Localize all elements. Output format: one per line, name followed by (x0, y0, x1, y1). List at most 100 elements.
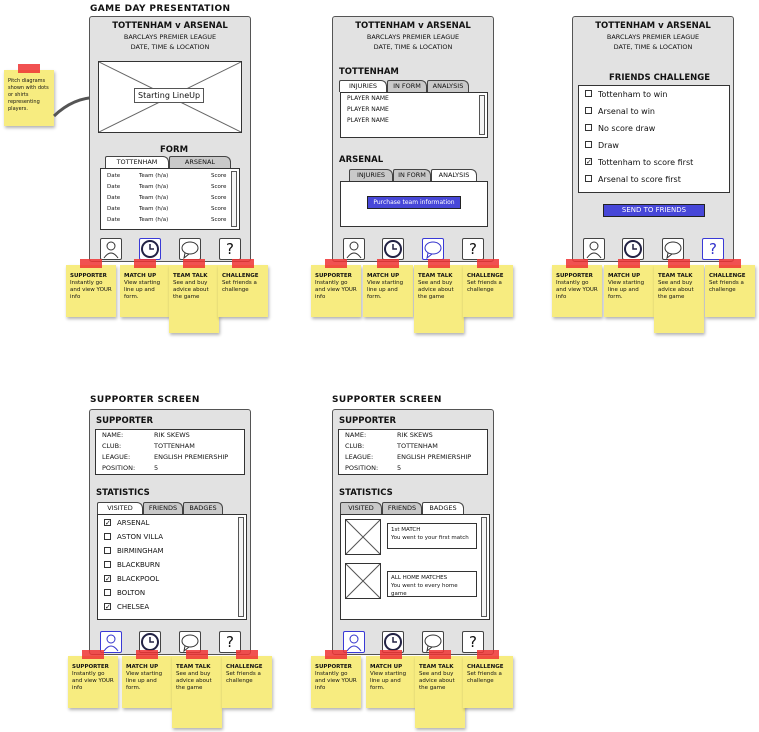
tab-friends[interactable]: FRIENDS (382, 502, 422, 514)
checkbox-checked[interactable]: ✓ (104, 574, 111, 583)
list-item[interactable]: ✓BLACKPOOL (104, 574, 160, 583)
nav-team-talk-button[interactable] (422, 238, 444, 260)
checkbox[interactable] (585, 124, 592, 131)
page-heading-game-day: GAME DAY PRESENTATION (90, 4, 231, 14)
checkbox[interactable] (104, 588, 111, 596)
lineup-panel[interactable]: Starting LineUp (98, 61, 242, 133)
option-tottenham-win[interactable]: Tottenham to win (585, 88, 667, 101)
nav-challenge-button[interactable]: ? (462, 238, 484, 260)
checkbox[interactable] (585, 175, 592, 182)
tab-visited[interactable]: VISITED (340, 502, 382, 514)
option-draw[interactable]: Draw (585, 139, 619, 152)
supporter-profile: NAME:RIK SKEWS CLUB:TOTTENHAM LEAGUE:ENG… (95, 429, 245, 475)
field-label: LEAGUE: (102, 453, 131, 461)
field-label: POSITION: (345, 464, 379, 472)
nav-challenge-button[interactable]: ? (462, 631, 484, 653)
field-label: NAME: (102, 431, 124, 439)
statistics-title: STATISTICS (96, 488, 150, 498)
nav-team-talk-button[interactable] (662, 238, 684, 260)
nav-match-up-button[interactable] (382, 238, 404, 260)
nav-match-up-button[interactable] (622, 238, 644, 260)
list-item[interactable]: BIRMINGHAM (104, 545, 164, 558)
nav-supporter-button[interactable] (343, 238, 365, 260)
person-icon (103, 241, 119, 259)
form-title: FORM (160, 145, 189, 155)
field-value: ENGLISH PREMIERSHIP (154, 453, 229, 461)
list-item[interactable]: ✓ARSENAL (104, 518, 150, 527)
clock-icon (384, 633, 402, 651)
player-list: PLAYER NAME PLAYER NAME PLAYER NAME (340, 92, 488, 138)
send-to-friends-button[interactable]: SEND TO FRIENDS (603, 204, 705, 217)
option-no-score-draw[interactable]: No score draw (585, 122, 655, 135)
checkbox[interactable] (585, 141, 592, 148)
field-label: NAME: (345, 431, 367, 439)
speech-bubble-icon (181, 241, 199, 260)
list-item[interactable]: BOLTON (104, 587, 145, 600)
tab-tottenham[interactable]: TOTTENHAM (105, 156, 169, 168)
tab-injuries[interactable]: INJURIES (349, 169, 393, 181)
speech-bubble-icon (424, 241, 442, 260)
option-tottenham-score-first[interactable]: ✓Tottenham to score first (585, 158, 694, 167)
list-item[interactable]: PLAYER NAME (347, 95, 389, 102)
team-title-arsenal: ARSENAL (339, 155, 384, 165)
tab-analysis[interactable]: ANALYSIS (427, 80, 469, 92)
tab-friends[interactable]: FRIENDS (143, 502, 183, 514)
question-icon: ? (469, 240, 477, 258)
checkbox[interactable] (104, 560, 111, 568)
field-label: CLUB: (345, 442, 365, 450)
scrollbar[interactable] (238, 517, 244, 617)
tab-analysis[interactable]: ANALYSIS (431, 169, 477, 181)
scrollbar[interactable] (231, 171, 237, 227)
checkbox-checked[interactable]: ✓ (585, 158, 592, 166)
field-value: TOTTENHAM (154, 442, 195, 450)
badge-image-icon (345, 519, 381, 555)
checkbox[interactable] (585, 90, 592, 97)
checkbox[interactable] (104, 546, 111, 554)
list-item[interactable]: BLACKBURN (104, 559, 160, 572)
team-tabs: INJURIES IN FORM ANALYSIS (349, 169, 489, 181)
screen-supporter-visited: SUPPORTER NAME:RIK SKEWS CLUB:TOTTENHAM … (89, 409, 251, 655)
nav-supporter-button[interactable] (100, 631, 122, 653)
nav-challenge-button[interactable]: ? (702, 238, 724, 260)
stats-tabs: VISITED FRIENDS BADGES (97, 502, 237, 514)
screen-match-up: TOTTENHAM v ARSENAL BARCLAYS PREMIER LEA… (332, 16, 494, 262)
nav-supporter-button[interactable] (100, 238, 122, 260)
scrollbar[interactable] (481, 517, 487, 617)
nav-challenge-button[interactable]: ? (219, 238, 241, 260)
list-item[interactable]: PLAYER NAME (347, 106, 389, 113)
tab-arsenal[interactable]: ARSENAL (169, 156, 231, 168)
nav-supporter-button[interactable] (343, 631, 365, 653)
option-arsenal-score-first[interactable]: Arsenal to score first (585, 173, 681, 186)
tab-in-form[interactable]: IN FORM (387, 80, 427, 92)
checkbox[interactable] (104, 532, 111, 540)
nav-team-talk-button[interactable] (179, 238, 201, 260)
field-value: ENGLISH PREMIERSHIP (397, 453, 472, 461)
field-label: POSITION: (102, 464, 136, 472)
checkbox-checked[interactable]: ✓ (104, 518, 111, 527)
option-arsenal-win[interactable]: Arsenal to win (585, 105, 655, 118)
tab-injuries[interactable]: INJURIES (339, 80, 387, 92)
purchase-team-info-button[interactable]: Purchase team information (367, 196, 461, 209)
checkbox-checked[interactable]: ✓ (104, 602, 111, 611)
nav-supporter-button[interactable] (583, 238, 605, 260)
badge-title: ALL HOME MATCHES (391, 575, 448, 581)
checkbox[interactable] (585, 107, 592, 114)
nav-challenge-button[interactable]: ? (219, 631, 241, 653)
scrollbar[interactable] (479, 95, 485, 135)
list-item[interactable]: ASTON VILLA (104, 531, 163, 544)
tab-badges[interactable]: BADGES (183, 502, 223, 514)
list-item[interactable]: PLAYER NAME (347, 117, 389, 124)
tab-badges[interactable]: BADGES (422, 502, 464, 514)
nav-match-up-button[interactable] (139, 238, 161, 260)
tab-visited[interactable]: VISITED (97, 502, 143, 514)
tab-in-form[interactable]: IN FORM (393, 169, 431, 181)
list-item[interactable]: ✓CHELSEA (104, 602, 150, 611)
